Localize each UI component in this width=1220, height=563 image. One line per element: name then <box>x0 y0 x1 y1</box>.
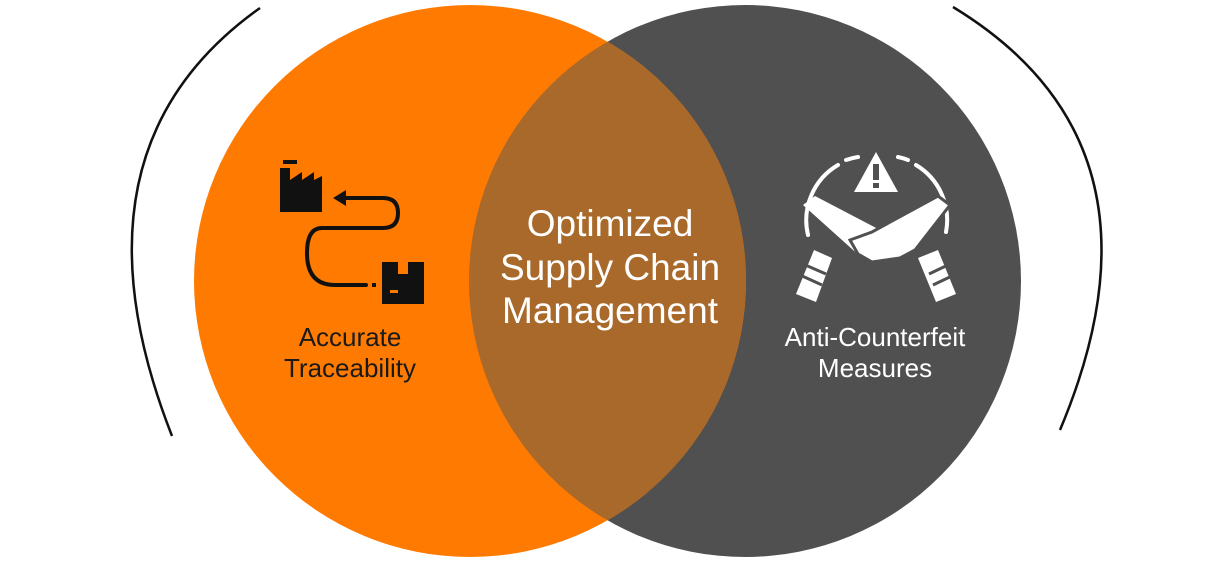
accurate-traceability-label: Accurate Traceability <box>230 322 470 384</box>
arrow-left-icon <box>304 190 401 287</box>
factory-to-package-traceability-icon <box>280 160 424 304</box>
left-label-line1: Accurate <box>298 322 402 352</box>
optimized-supply-chain-label: Optimized Supply Chain Management <box>460 202 760 333</box>
right-label-line2: Measures <box>817 353 933 384</box>
left-bracket <box>130 6 261 437</box>
hand-right-icon <box>847 194 956 302</box>
crossed-hands-warning-icon <box>796 152 956 302</box>
center-label-line1: Optimized <box>526 203 694 244</box>
cuff-stripes <box>799 262 955 287</box>
right-bracket <box>952 5 1103 431</box>
center-label-line3: Management <box>502 290 718 332</box>
package-icon <box>382 262 424 304</box>
factory-icon <box>280 160 322 212</box>
dashed-arc <box>804 155 950 237</box>
left-label-line2: Traceability <box>284 353 416 384</box>
overlap-region <box>469 5 746 557</box>
center-label-line2: Supply Chain <box>499 246 721 288</box>
right-label-line1: Anti-Counterfeit <box>784 322 966 352</box>
warning-icon <box>854 152 898 192</box>
anti-counterfeit-label: Anti-Counterfeit Measures <box>745 322 1005 384</box>
